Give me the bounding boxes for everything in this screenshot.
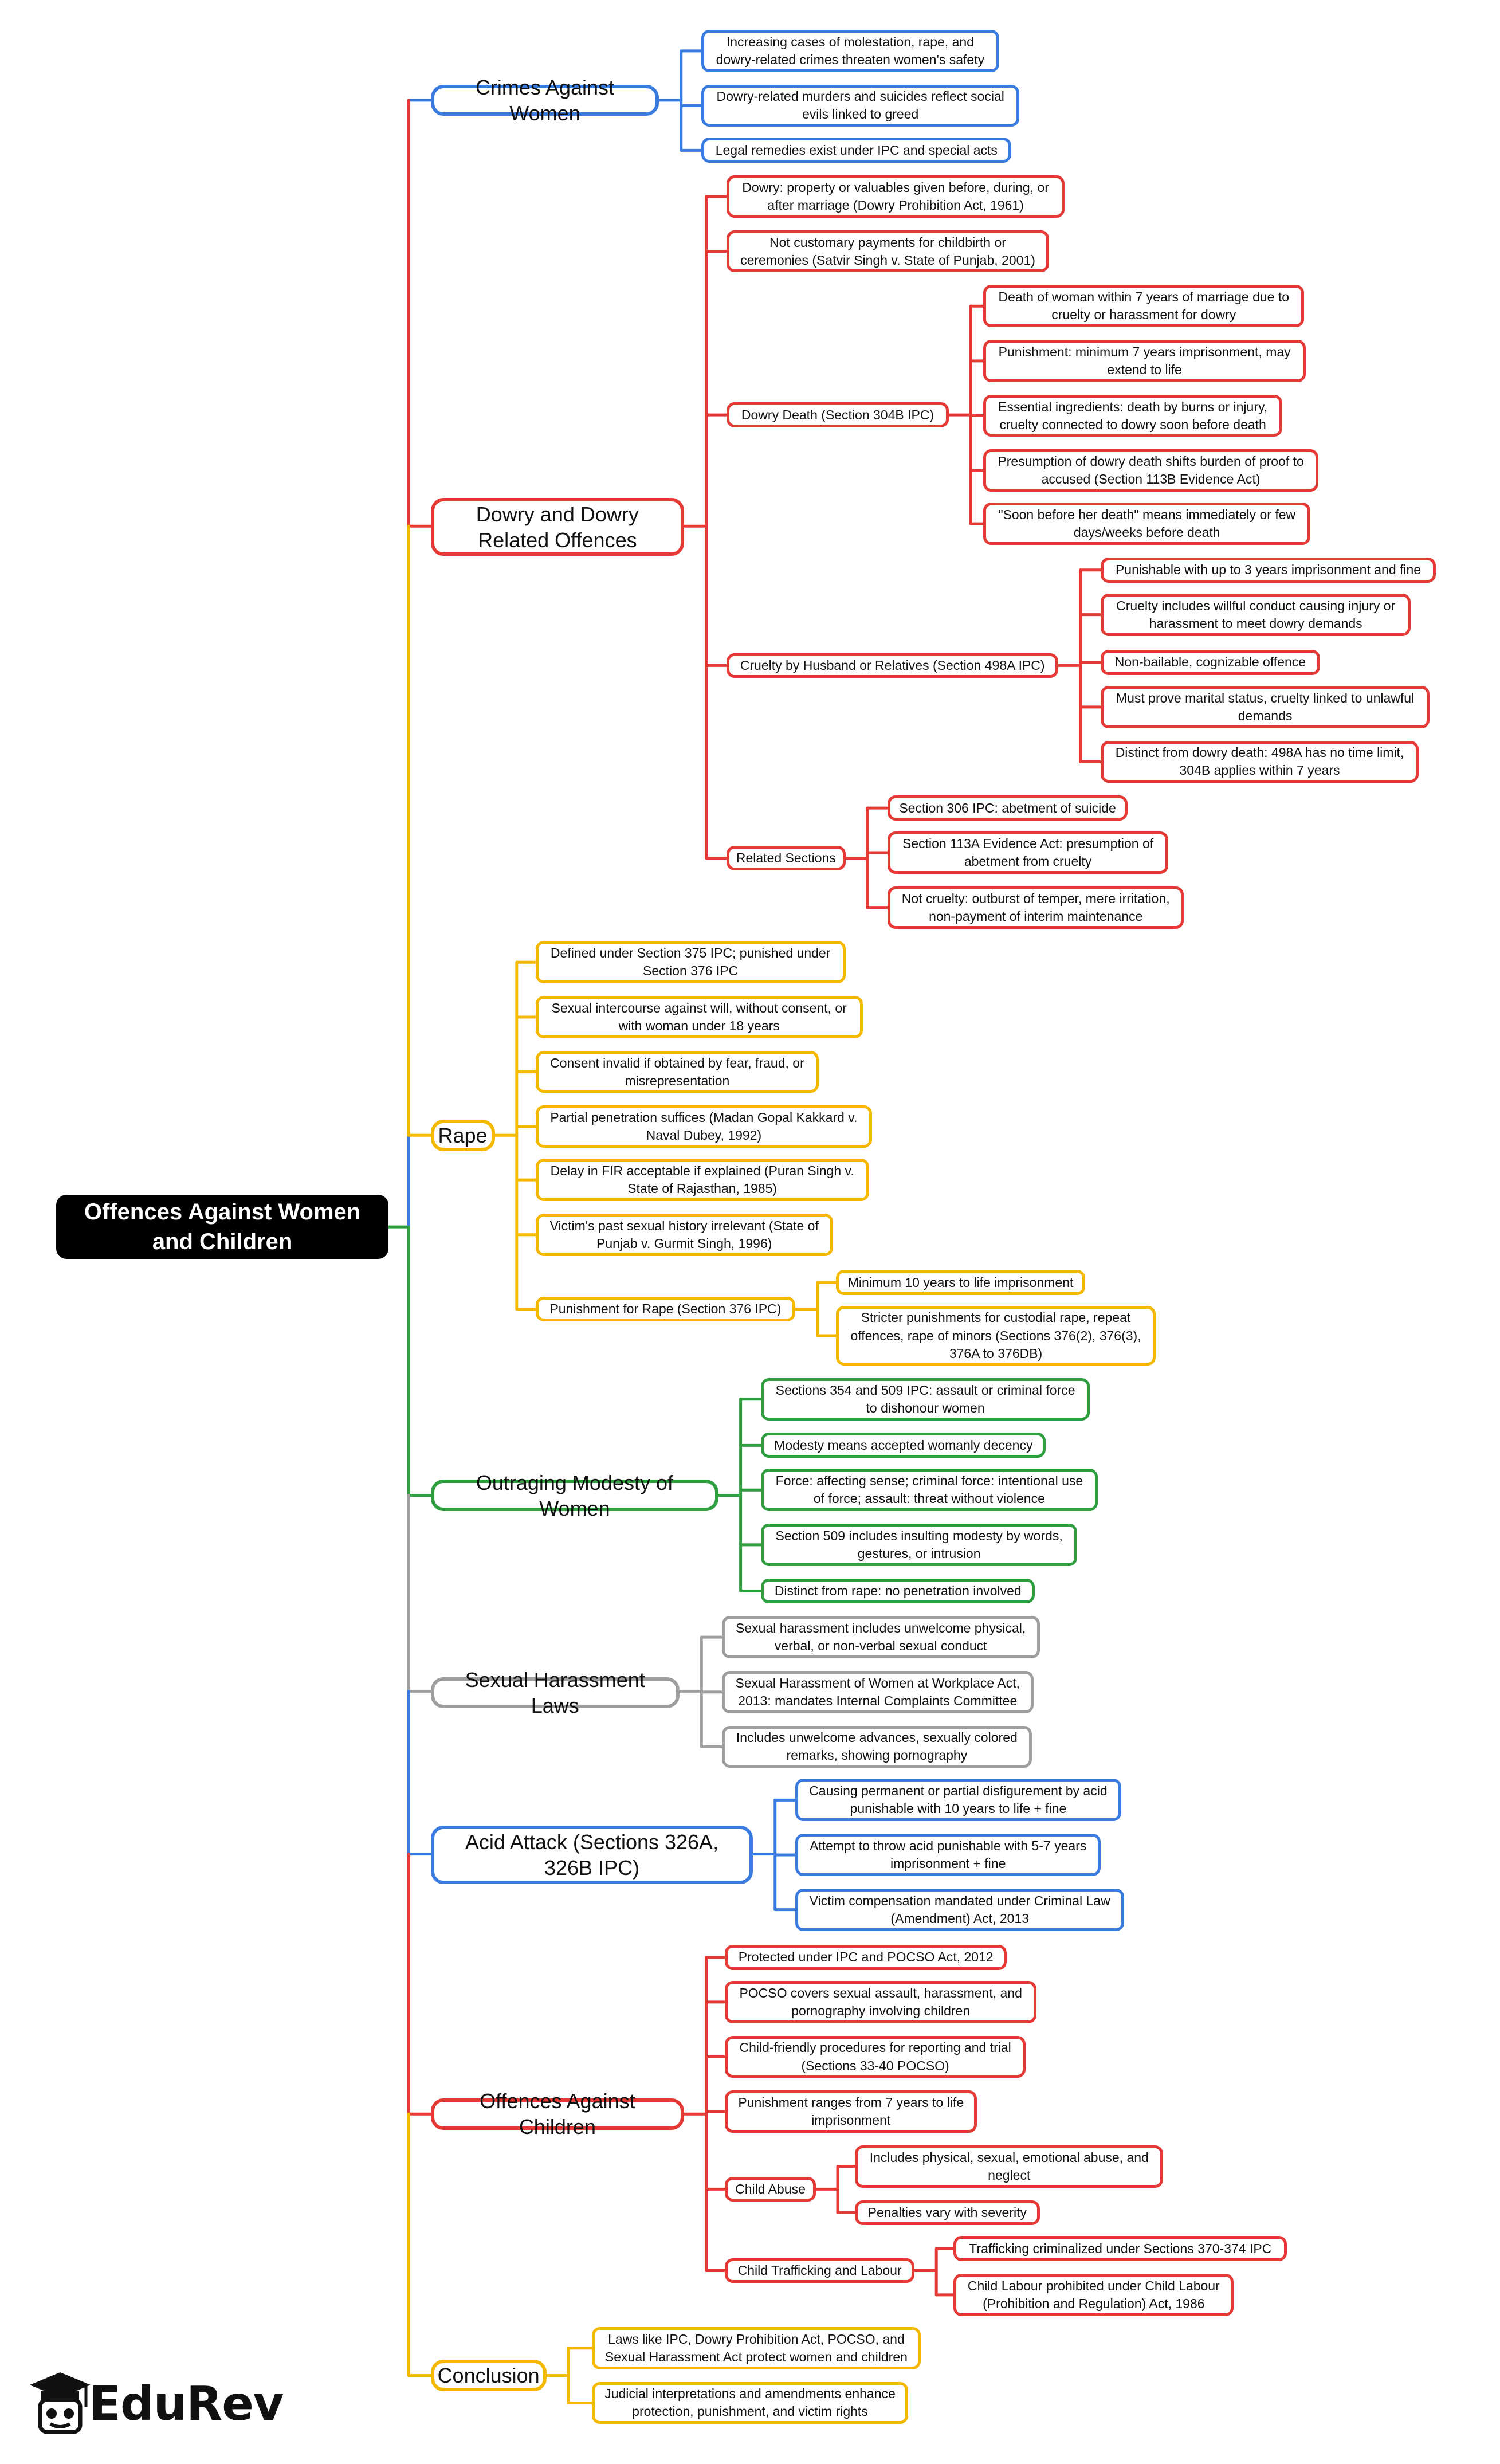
branch-node: Rape (430, 1119, 495, 1151)
brand-name: EduRev (89, 2377, 284, 2431)
leaf-node: Causing permanent or partial disfigureme… (795, 1779, 1121, 1822)
leaf-node: Cruelty includes willful conduct causing… (1101, 593, 1411, 636)
leaf-node: Victim compensation mandated under Crimi… (795, 1888, 1125, 1931)
sub-branch-node: Related Sections (727, 845, 846, 871)
leaf-node: Stricter punishments for custodial rape,… (836, 1306, 1156, 1366)
leaf-node: Punishment: minimum 7 years imprisonment… (983, 340, 1306, 382)
leaf-node: Section 509 includes insulting modesty b… (761, 1523, 1078, 1566)
leaf-node: Child-friendly procedures for reporting … (725, 2035, 1026, 2078)
leaf-node: Dowry: property or valuables given befor… (727, 175, 1065, 218)
leaf-node: Punishment ranges from 7 years to life i… (725, 2090, 977, 2133)
leaf-node: Dowry-related murders and suicides refle… (701, 84, 1020, 127)
sub-branch-node: Dowry Death (Section 304B IPC) (727, 402, 949, 428)
leaf-node: POCSO covers sexual assault, harassment,… (725, 1980, 1037, 2023)
leaf-node: Laws like IPC, Dowry Prohibition Act, PO… (591, 2326, 921, 2369)
leaf-node: Must prove marital status, cruelty linke… (1101, 685, 1430, 728)
leaf-node: Consent invalid if obtained by fear, fra… (535, 1050, 819, 1093)
leaf-node: Section 306 IPC: abetment of suicide (888, 795, 1128, 821)
branch-node: Crimes Against Women (430, 76, 659, 125)
leaf-node: Victim's past sexual history irrelevant … (535, 1213, 833, 1256)
leaf-node: Presumption of dowry death shifts burden… (983, 449, 1318, 492)
graduation-cap-icon (30, 2372, 91, 2434)
leaf-node: Trafficking criminalized under Sections … (953, 2236, 1287, 2262)
leaf-node: Sexual Harassment of Women at Workplace … (721, 1670, 1034, 1713)
leaf-node: Force: affecting sense; criminal force: … (761, 1469, 1098, 1512)
leaf-node: Protected under IPC and POCSO Act, 2012 (725, 1945, 1007, 1970)
branch-node: Conclusion (430, 2360, 547, 2391)
branch-node: Acid Attack (Sections 326A, 326B IPC) (430, 1826, 753, 1884)
edurev-logo (29, 2367, 292, 2441)
sub-branch-node: Cruelty by Husband or Relatives (Section… (727, 653, 1059, 678)
leaf-node: Defined under Section 375 IPC; punished … (535, 941, 846, 984)
leaf-node: "Soon before her death" means immediatel… (983, 503, 1311, 545)
sub-branch-node: Child Trafficking and Labour (725, 2258, 914, 2283)
branch-node: Sexual Harassment Laws (430, 1668, 680, 1717)
branch-node: Offences Against Children (430, 2089, 685, 2139)
leaf-node: Includes physical, sexual, emotional abu… (855, 2145, 1164, 2188)
leaf-node: Non-bailable, cognizable offence (1101, 650, 1320, 675)
leaf-node: Sexual intercourse against will, without… (535, 996, 863, 1038)
leaf-node: Legal remedies exist under IPC and speci… (701, 138, 1012, 163)
leaf-node: Not cruelty: outburst of temper, mere ir… (888, 886, 1184, 929)
leaf-node: Sections 354 and 509 IPC: assault or cri… (761, 1378, 1090, 1421)
leaf-node: Distinct from rape: no penetration invol… (761, 1578, 1035, 1604)
leaf-node: Includes unwelcome advances, sexually co… (721, 1725, 1032, 1768)
sub-branch-node: Child Abuse (725, 2176, 816, 2202)
leaf-node: Punishable with up to 3 years imprisonme… (1101, 557, 1436, 583)
leaf-node: Distinct from dowry death: 498A has no t… (1101, 740, 1419, 783)
leaf-node: Delay in FIR acceptable if explained (Pu… (535, 1159, 869, 1202)
branch-node: Outraging Modesty of Women (430, 1471, 719, 1520)
leaf-node: Death of woman within 7 years of marriag… (983, 285, 1305, 328)
leaf-node: Minimum 10 years to life imprisonment (836, 1270, 1085, 1295)
leaf-node: Sexual harassment includes unwelcome phy… (721, 1616, 1040, 1658)
branch-node: Dowry and Dowry Related Offences (430, 498, 685, 556)
root-node: Offences Against Women and Children (56, 1195, 388, 1260)
leaf-node: Essential ingredients: death by burns or… (983, 394, 1283, 437)
leaf-node: Not customary payments for childbirth or… (727, 230, 1049, 273)
leaf-node: Partial penetration suffices (Madan Gopa… (535, 1105, 873, 1148)
leaf-node: Child Labour prohibited under Child Labo… (953, 2273, 1234, 2316)
leaf-node: Increasing cases of molestation, rape, a… (701, 29, 999, 72)
leaf-node: Section 113A Evidence Act: presumption o… (888, 831, 1168, 874)
leaf-node: Attempt to throw acid punishable with 5-… (795, 1834, 1101, 1876)
sub-branch-node: Punishment for Rape (Section 376 IPC) (535, 1296, 796, 1322)
leaf-node: Modesty means accepted womanly decency (761, 1433, 1046, 1458)
leaf-node: Penalties vary with severity (855, 2200, 1040, 2226)
leaf-node: Judicial interpretations and amendments … (591, 2381, 908, 2424)
